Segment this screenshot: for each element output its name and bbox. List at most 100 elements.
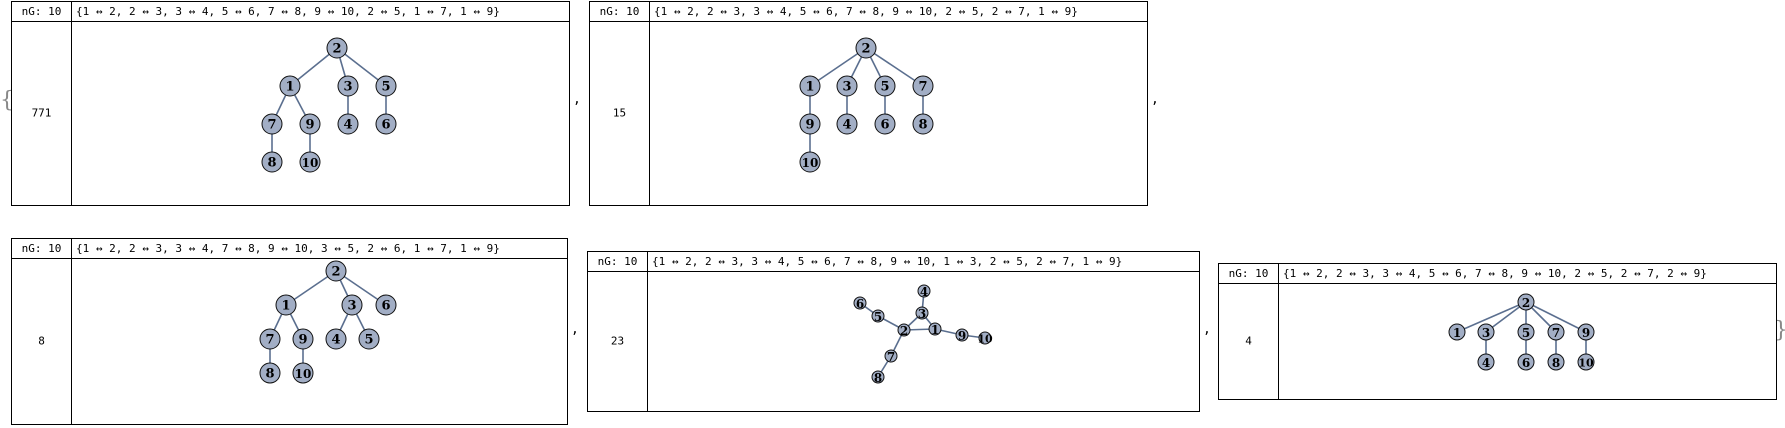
node-circle <box>299 151 321 173</box>
graph-node-1: 1 <box>279 75 301 97</box>
node-circle <box>261 113 283 135</box>
count-cell: 771 <box>12 21 72 205</box>
graph-node-6: 6 <box>375 113 397 135</box>
node-label: 7 <box>887 350 895 364</box>
node-circle <box>799 151 821 173</box>
graph-node-7: 7 <box>261 113 283 135</box>
graph-node-2: 2 <box>326 37 348 59</box>
panel-header: nG: 10 {1 ↔ 2, 2 ↔ 3, 3 ↔ 4, 5 ↔ 6, 7 ↔ … <box>1219 264 1776 284</box>
count-value: 15 <box>612 106 627 120</box>
node-circle <box>871 309 885 323</box>
graph-panel-1: nG: 10 {1 ↔ 2, 2 ↔ 3, 3 ↔ 4, 5 ↔ 6, 7 ↔ … <box>11 1 570 206</box>
node-circle <box>337 75 359 97</box>
node-circle <box>978 331 992 345</box>
graph-node-9: 9 <box>799 113 821 135</box>
node-label: 8 <box>1552 356 1560 370</box>
graph-panel-2: nG: 10 {1 ↔ 2, 2 ↔ 3, 3 ↔ 4, 5 ↔ 6, 7 ↔ … <box>589 1 1148 206</box>
count-cell: 15 <box>590 21 650 205</box>
node-circle <box>1577 353 1595 371</box>
list-close-brace: } <box>1774 318 1785 343</box>
list-separator: , <box>1203 322 1211 337</box>
list-open-brace: { <box>0 88 14 113</box>
node-label: 4 <box>842 118 851 133</box>
count-cell: 23 <box>588 271 648 411</box>
graph-node-9: 9 <box>292 328 314 350</box>
node-label: 6 <box>381 118 390 133</box>
node-circle <box>928 322 942 336</box>
graph-node-9: 9 <box>955 328 969 343</box>
node-label: 10 <box>977 333 993 346</box>
node-circle <box>874 75 896 97</box>
node-circle <box>292 328 314 350</box>
node-circle <box>1517 323 1535 341</box>
node-label: 3 <box>347 299 356 314</box>
node-label: 10 <box>295 367 312 381</box>
node-circle <box>1517 293 1535 311</box>
graph-edge-1-2 <box>809 47 867 87</box>
node-circle <box>884 349 898 363</box>
graph-node-3: 3 <box>341 294 363 316</box>
edge-list-label: {1 ↔ 2, 2 ↔ 3, 3 ↔ 4, 7 ↔ 8, 9 ↔ 10, 3 ↔… <box>76 242 500 255</box>
vertex-count-label: nG: 10 <box>1219 264 1279 283</box>
node-circle <box>917 284 931 298</box>
node-label: 3 <box>343 80 352 95</box>
graph-node-8: 8 <box>912 113 934 135</box>
node-circle <box>375 294 397 316</box>
node-circle <box>358 328 380 350</box>
node-label: 8 <box>918 118 927 133</box>
graph-node-2: 2 <box>1517 293 1535 311</box>
node-circle <box>897 323 911 337</box>
panel-header: nG: 10 {1 ↔ 2, 2 ↔ 3, 3 ↔ 4, 5 ↔ 6, 7 ↔ … <box>588 252 1199 272</box>
count-value: 23 <box>610 334 625 348</box>
node-label: 8 <box>267 156 276 171</box>
node-label: 9 <box>1582 326 1590 340</box>
graph-node-10: 10 <box>799 151 821 173</box>
count-value: 8 <box>38 334 45 348</box>
node-circle <box>341 294 363 316</box>
node-label: 1 <box>931 323 939 337</box>
panel-header: nG: 10 {1 ↔ 2, 2 ↔ 3, 3 ↔ 4, 5 ↔ 6, 7 ↔ … <box>12 2 569 22</box>
graph-panel-4: nG: 10 {1 ↔ 2, 2 ↔ 3, 3 ↔ 4, 5 ↔ 6, 7 ↔ … <box>587 251 1200 412</box>
graph-node-1: 1 <box>928 322 942 337</box>
node-label: 9 <box>298 333 307 348</box>
node-label: 7 <box>267 118 276 133</box>
node-label: 10 <box>302 156 319 170</box>
graph-node-6: 6 <box>1517 353 1535 371</box>
graph-node-2: 2 <box>325 260 347 282</box>
node-label: 6 <box>856 297 864 311</box>
node-circle <box>874 113 896 135</box>
node-circle <box>853 296 867 310</box>
node-label: 1 <box>281 299 290 314</box>
node-label: 4 <box>343 118 352 133</box>
node-circle <box>326 37 348 59</box>
graph-node-10: 10 <box>1577 353 1595 371</box>
graph-node-10: 10 <box>292 362 314 384</box>
list-separator: , <box>571 322 579 337</box>
graph-node-10: 10 <box>299 151 321 173</box>
node-label: 4 <box>1482 356 1490 370</box>
graph-edge-2-9 <box>1525 301 1587 333</box>
node-label: 2 <box>900 324 908 338</box>
edge-list-label: {1 ↔ 2, 2 ↔ 3, 3 ↔ 4, 5 ↔ 6, 7 ↔ 8, 9 ↔ … <box>76 5 500 18</box>
graph-node-4: 4 <box>836 113 858 135</box>
node-label: 3 <box>1482 326 1490 340</box>
node-circle <box>855 37 877 59</box>
node-label: 5 <box>1522 326 1530 340</box>
panel-header: nG: 10 {1 ↔ 2, 2 ↔ 3, 3 ↔ 4, 5 ↔ 6, 7 ↔ … <box>590 2 1147 22</box>
node-label: 9 <box>958 329 966 343</box>
node-label: 7 <box>1552 326 1560 340</box>
vertex-count-label: nG: 10 <box>588 252 648 271</box>
panel-header: nG: 10 {1 ↔ 2, 2 ↔ 3, 3 ↔ 4, 7 ↔ 8, 9 ↔ … <box>12 239 567 259</box>
node-circle <box>1547 353 1565 371</box>
node-circle <box>915 306 929 320</box>
count-value: 771 <box>31 106 52 120</box>
graph-node-3: 3 <box>915 306 929 321</box>
node-circle <box>259 328 281 350</box>
node-label: 3 <box>918 307 926 321</box>
graph-node-4: 4 <box>1477 353 1495 371</box>
edge-list-label: {1 ↔ 2, 2 ↔ 3, 3 ↔ 4, 5 ↔ 6, 7 ↔ 8, 9 ↔ … <box>654 5 1078 18</box>
node-label: 10 <box>802 156 819 170</box>
